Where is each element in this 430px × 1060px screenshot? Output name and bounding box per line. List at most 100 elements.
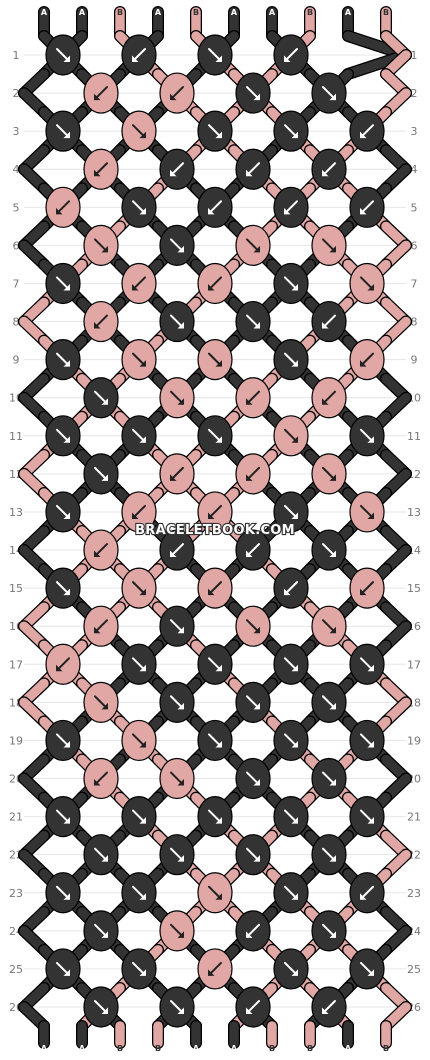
knot: [349, 415, 385, 457]
knot: [45, 339, 81, 381]
knot: [311, 224, 347, 266]
bottom-strand-label: B: [307, 1044, 313, 1053]
arrow-down-right-icon: [322, 771, 336, 786]
row-number-right: 9: [411, 354, 418, 367]
knot: [45, 567, 81, 609]
arrow-down-right-icon: [132, 885, 146, 900]
knot: [121, 795, 157, 838]
row-number-left: 7: [13, 277, 20, 290]
row-number-left: 13: [9, 506, 23, 519]
row-number-right: 1: [411, 49, 418, 62]
knot: [349, 110, 385, 152]
arrow-down-right-icon: [322, 847, 336, 862]
arrow-down-right-icon: [322, 923, 336, 938]
arrow-down-left-icon: [246, 543, 260, 558]
knot: [121, 567, 157, 609]
arrow-down-left-icon: [132, 276, 146, 291]
arrow-down-right-icon: [132, 657, 146, 672]
arrow-down-right-icon: [94, 923, 108, 938]
row-number-left: 21: [9, 811, 23, 824]
arrow-down-right-icon: [360, 733, 374, 748]
knot: [311, 529, 347, 571]
knot: [235, 605, 271, 647]
knot: [235, 757, 271, 800]
knot: [83, 529, 119, 571]
row-number-left: 17: [9, 658, 23, 671]
top-strand-label: A: [345, 8, 352, 17]
knot: [121, 719, 157, 762]
arrow-down-left-icon: [170, 86, 184, 101]
row-number-right: 21: [407, 811, 421, 824]
arrow-down-right-icon: [132, 200, 146, 215]
arrow-down-right-icon: [170, 619, 184, 634]
bottom-strand-label: B: [269, 1044, 275, 1053]
knot: [311, 986, 347, 1028]
arrow-down-left-icon: [284, 200, 298, 215]
row-number-right: 23: [407, 887, 421, 900]
knot: [235, 910, 271, 952]
arrow-down-right-icon: [284, 276, 298, 291]
knot: [273, 34, 309, 76]
knot: [159, 910, 195, 952]
arrow-down-right-icon: [132, 124, 146, 139]
knot: [83, 300, 119, 343]
row-number-left: 8: [13, 316, 20, 329]
arrow-down-left-icon: [94, 543, 108, 558]
row-number-right: 15: [407, 582, 421, 595]
arrow-down-right-icon: [56, 352, 70, 367]
knot: [159, 224, 195, 266]
arrow-down-right-icon: [56, 961, 70, 976]
knot: [121, 415, 157, 457]
row-number-left: 23: [9, 887, 23, 900]
knot: [235, 681, 271, 723]
arrow-down-right-icon: [360, 428, 374, 443]
knot: [273, 643, 309, 685]
arrow-down-right-icon: [170, 695, 184, 710]
knot: [45, 186, 81, 228]
row-number-left: 19: [9, 734, 23, 747]
knot: [349, 491, 385, 533]
arrow-down-right-icon: [246, 86, 260, 101]
knot: [311, 681, 347, 723]
watermark: BRACELETBOOK.COM: [135, 523, 295, 538]
knot: [273, 339, 309, 381]
arrow-down-left-icon: [360, 581, 374, 596]
arrow-down-right-icon: [170, 923, 184, 938]
knot: [159, 986, 195, 1028]
knot: [311, 605, 347, 647]
bottom-strand-label: A: [231, 1044, 238, 1053]
knot: [159, 72, 195, 114]
arrow-down-right-icon: [132, 961, 146, 976]
arrow-down-left-icon: [208, 200, 222, 215]
knot: [45, 948, 81, 990]
knot: [121, 872, 157, 914]
arrow-down-right-icon: [132, 428, 146, 443]
arrow-down-right-icon: [208, 124, 222, 139]
arrow-down-right-icon: [132, 809, 146, 824]
knot: [235, 72, 271, 114]
arrow-down-right-icon: [208, 733, 222, 748]
arrow-down-right-icon: [322, 238, 336, 253]
arrow-down-left-icon: [208, 961, 222, 976]
knot: [45, 415, 81, 457]
row-number-left: 4: [13, 163, 20, 176]
arrow-down-left-icon: [322, 1000, 336, 1014]
top-strand-label: B: [117, 8, 123, 17]
arrow-down-left-icon: [246, 162, 260, 177]
knot: [273, 491, 309, 533]
arrow-down-left-icon: [322, 314, 336, 329]
knot: [311, 834, 347, 876]
arrow-down-right-icon: [284, 885, 298, 900]
knot: [311, 72, 347, 114]
arrow-down-right-icon: [56, 48, 70, 62]
arrow-down-right-icon: [246, 695, 260, 710]
knot: [45, 872, 81, 914]
arrow-down-left-icon: [94, 162, 108, 177]
arrow-down-right-icon: [132, 581, 146, 596]
arrow-down-left-icon: [360, 200, 374, 215]
arrow-down-right-icon: [170, 314, 184, 329]
knot: [197, 872, 233, 914]
arrow-down-right-icon: [94, 390, 108, 405]
arrow-down-right-icon: [94, 1000, 108, 1014]
